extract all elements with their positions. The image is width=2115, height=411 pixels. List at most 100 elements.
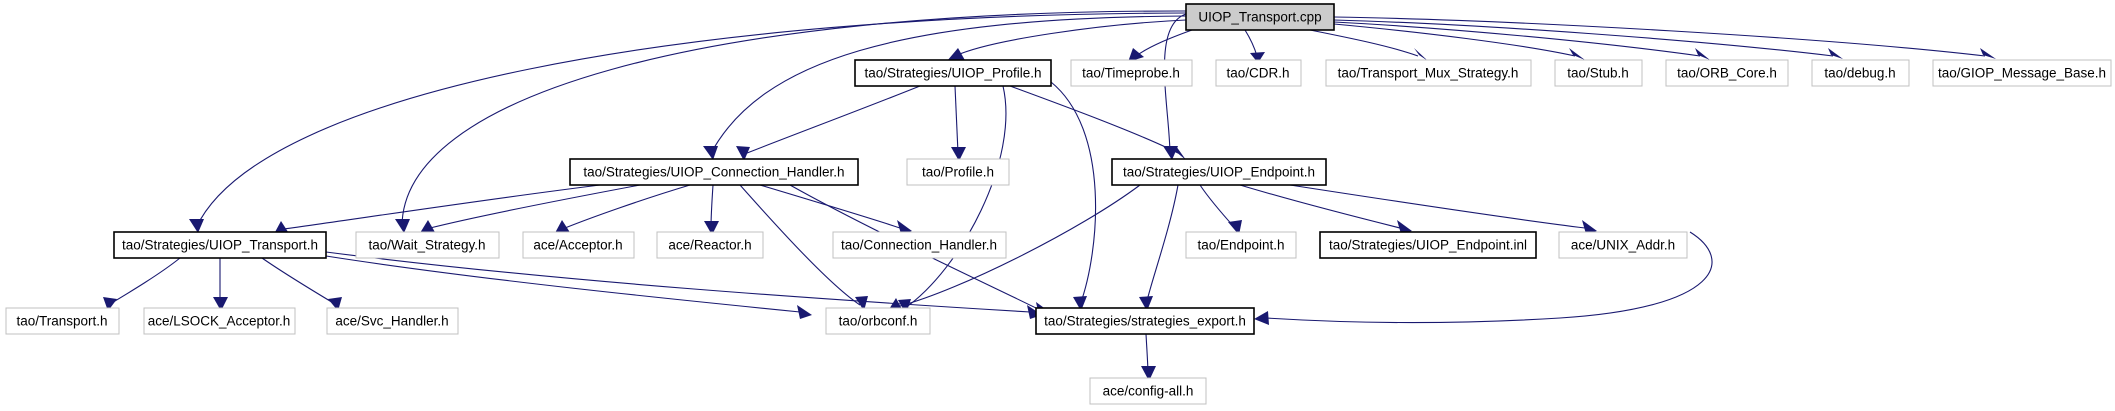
arrowhead-uiop-profile-to-strategies-export (1073, 296, 1087, 311)
arrowhead-uiop-conn-handler-to-connection-handler (897, 220, 912, 234)
node-stub-h[interactable]: tao/Stub.h (1554, 59, 1643, 87)
node-box-debug-h[interactable] (1811, 59, 1910, 87)
arrowhead-uiop-endpoint-to-strategies-export (1139, 296, 1153, 311)
node-box-endpoint-h[interactable] (1185, 231, 1297, 259)
node-label-uiop-transport-h: tao/Strategies/UIOP_Transport.h (122, 238, 318, 253)
node-cdr-h[interactable]: tao/CDR.h (1215, 59, 1302, 87)
node-box-uiop-transport-cpp[interactable] (1185, 3, 1335, 31)
node-label-uiop-endpoint-inl: tao/Strategies/UIOP_Endpoint.inl (1329, 238, 1527, 253)
arrowhead-uiop-profile-to-profile (951, 147, 966, 161)
node-label-timeprobe-h: tao/Timeprobe.h (1082, 66, 1180, 81)
node-reactor-h[interactable]: ace/Reactor.h (656, 231, 764, 259)
edge-uiop-profile-to-strategies-export (1050, 81, 1097, 306)
node-box-timeprobe-h[interactable] (1070, 59, 1193, 87)
node-acceptor-h[interactable]: ace/Acceptor.h (522, 231, 635, 259)
edge-uiop-conn-handler-to-wait-strategy (429, 184, 641, 229)
node-box-reactor-h[interactable] (656, 231, 764, 259)
node-endpoint-h[interactable]: tao/Endpoint.h (1185, 231, 1297, 259)
node-box-wait-strategy-h[interactable] (355, 231, 500, 259)
arrowhead-root-to-giop-msg (1980, 48, 1996, 59)
edge-uiop-transport-to-orbconf (325, 255, 801, 313)
node-debug-h[interactable]: tao/debug.h (1811, 59, 1910, 87)
node-box-orb-core-h[interactable] (1665, 59, 1789, 87)
node-label-stub-h: tao/Stub.h (1567, 66, 1629, 81)
node-uiop-endpoint-h[interactable]: tao/Strategies/UIOP_Endpoint.h (1111, 158, 1327, 186)
node-box-lsock-acceptor-h[interactable] (143, 307, 296, 335)
node-box-acceptor-h[interactable] (522, 231, 635, 259)
edge-uiop-profile-to-uiop-endpoint (1009, 85, 1179, 154)
edge-uiop-profile-to-profile (954, 85, 959, 154)
node-box-strategies-export-h[interactable] (1035, 307, 1255, 335)
arrowhead-root-to-debug (1828, 48, 1843, 59)
node-label-acceptor-h: ace/Acceptor.h (533, 238, 622, 253)
node-box-giop-message-base-h[interactable] (1932, 59, 2112, 87)
node-svc-handler-h[interactable]: ace/Svc_Handler.h (326, 307, 459, 335)
arrowhead-uiop-endpoint-to-endpoint (1228, 220, 1242, 235)
node-label-transport-mux-strategy-h: tao/Transport_Mux_Strategy.h (1338, 66, 1519, 81)
arrowhead-root-to-orb-core (1695, 48, 1710, 60)
node-strategies-export-h[interactable]: tao/Strategies/strategies_export.h (1035, 307, 1255, 335)
edge-root-to-mux-strategy (1309, 29, 1419, 57)
node-uiop-endpoint-inl[interactable]: tao/Strategies/UIOP_Endpoint.inl (1319, 231, 1537, 259)
edge-layer (103, 10, 1996, 381)
node-transport-h[interactable]: tao/Transport.h (5, 307, 120, 335)
node-box-svc-handler-h[interactable] (326, 307, 459, 335)
node-label-unix-addr-h: ace/UNIX_Addr.h (1571, 238, 1675, 253)
node-timeprobe-h[interactable]: tao/Timeprobe.h (1070, 59, 1193, 87)
node-uiop-profile-h[interactable]: tao/Strategies/UIOP_Profile.h (854, 59, 1052, 87)
node-orb-core-h[interactable]: tao/ORB_Core.h (1665, 59, 1789, 87)
node-box-orbconf-h[interactable] (825, 307, 931, 335)
node-box-uiop-transport-h[interactable] (113, 231, 327, 259)
node-unix-addr-h[interactable]: ace/UNIX_Addr.h (1558, 231, 1688, 259)
node-giop-message-base-h[interactable]: tao/GIOP_Message_Base.h (1932, 59, 2112, 87)
node-box-stub-h[interactable] (1554, 59, 1643, 87)
node-label-lsock-acceptor-h: ace/LSOCK_Acceptor.h (148, 314, 291, 329)
node-transport-mux-strategy-h[interactable]: tao/Transport_Mux_Strategy.h (1325, 59, 1532, 87)
node-profile-h[interactable]: tao/Profile.h (906, 158, 1010, 186)
arrowhead-root-to-wait-strategy (395, 219, 410, 233)
node-uiop-transport-h[interactable]: tao/Strategies/UIOP_Transport.h (113, 231, 327, 259)
node-box-transport-h[interactable] (5, 307, 120, 335)
arrowhead-uiop-transport-to-transport (103, 297, 117, 311)
node-box-unix-addr-h[interactable] (1558, 231, 1688, 259)
node-uiop-transport-cpp[interactable]: UIOP_Transport.cpp (1185, 3, 1335, 31)
node-box-profile-h[interactable] (906, 158, 1010, 186)
node-box-uiop-endpoint-h[interactable] (1111, 158, 1327, 186)
node-orbconf-h[interactable]: tao/orbconf.h (825, 307, 931, 335)
node-box-cdr-h[interactable] (1215, 59, 1302, 87)
edge-root-to-orb-core (1333, 21, 1701, 57)
node-box-uiop-profile-h[interactable] (854, 59, 1052, 87)
node-label-svc-handler-h: ace/Svc_Handler.h (335, 314, 448, 329)
node-uiop-connection-handler-h[interactable]: tao/Strategies/UIOP_Connection_Handler.h (569, 158, 859, 186)
edge-uiop-endpoint-to-uiop-endpoint-inl (1239, 184, 1401, 229)
arrowhead-root-to-timeprobe (1128, 48, 1144, 62)
arrowhead-root-to-uiop-transport (189, 219, 204, 233)
node-lsock-acceptor-h[interactable]: ace/LSOCK_Acceptor.h (143, 307, 296, 335)
edge-root-to-debug (1333, 19, 1834, 57)
arrowhead-loop-to-strategies-export (1254, 311, 1269, 325)
node-box-uiop-connection-handler-h[interactable] (569, 158, 859, 186)
arrowhead-uiop-endpoint-to-uiop-endpoint-inl (1397, 220, 1412, 234)
node-label-uiop-transport-cpp: UIOP_Transport.cpp (1198, 10, 1321, 25)
node-label-orbconf-h: tao/orbconf.h (839, 314, 918, 329)
edge-loop-to-strategies-export (1265, 231, 1713, 324)
node-box-config-all-h[interactable] (1089, 377, 1207, 405)
arrowhead-uiop-transport-to-lsock-acceptor (213, 297, 228, 311)
edge-root-to-timeprobe (1135, 29, 1193, 57)
node-box-uiop-endpoint-inl[interactable] (1319, 231, 1537, 259)
edge-uiop-transport-to-strategies-export (325, 251, 1031, 313)
edge-uiop-profile-to-uiop-conn-handler (741, 85, 921, 156)
node-box-connection-handler-h[interactable] (832, 231, 1007, 259)
edge-root-to-giop-msg (1333, 16, 1986, 57)
node-wait-strategy-h[interactable]: tao/Wait_Strategy.h (355, 231, 500, 259)
arrowhead-uiop-profile-to-orbconf (898, 299, 911, 314)
node-connection-handler-h[interactable]: tao/Connection_Handler.h (832, 231, 1007, 259)
node-config-all-h[interactable]: ace/config-all.h (1089, 377, 1207, 405)
node-label-uiop-endpoint-h: tao/Strategies/UIOP_Endpoint.h (1123, 165, 1315, 180)
edge-uiop-transport-to-transport (109, 257, 181, 305)
edge-uiop-endpoint-to-strategies-export (1145, 184, 1179, 306)
node-label-giop-message-base-h: tao/GIOP_Message_Base.h (1938, 66, 2106, 81)
node-box-transport-mux-strategy-h[interactable] (1325, 59, 1532, 87)
